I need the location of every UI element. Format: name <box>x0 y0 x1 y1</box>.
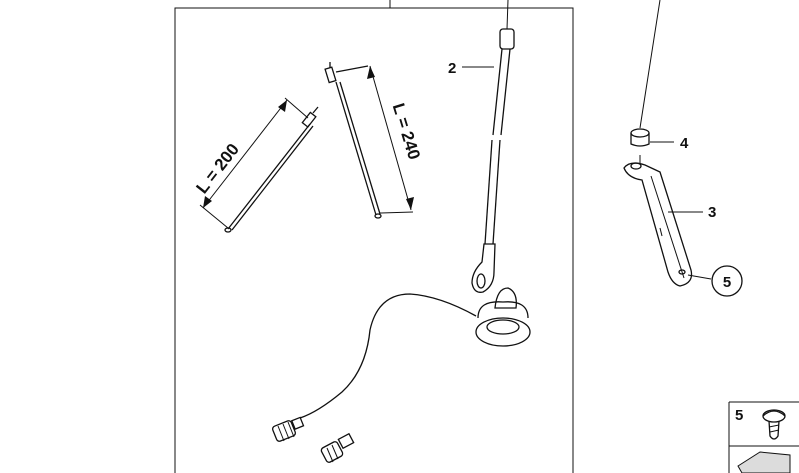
antenna-rod-long <box>324 62 382 219</box>
antenna-cable <box>299 293 477 419</box>
grommet <box>630 128 650 147</box>
screw-legend-box <box>728 401 799 473</box>
dimension-label-long: L = 240 <box>389 101 424 162</box>
antenna-rod-short <box>224 106 319 233</box>
mount-leader <box>639 0 661 129</box>
callout-label-3: 3 <box>708 204 716 221</box>
dimension-line-long <box>367 65 414 214</box>
screw-icon <box>762 409 786 440</box>
callout-label-2: 2 <box>448 60 456 77</box>
callout-circle-5 <box>711 265 743 297</box>
coax-connector-right <box>320 432 355 463</box>
antenna-base <box>475 287 531 347</box>
antenna-mast <box>471 0 515 293</box>
arrow-icon <box>737 451 791 473</box>
callout-leader-5 <box>687 274 712 280</box>
callout-label-4: 4 <box>680 135 689 152</box>
mounting-bracket <box>623 155 693 287</box>
assembly-frame <box>174 0 574 473</box>
dimension-line-short <box>199 97 309 229</box>
coax-connector-left <box>271 416 305 442</box>
callout-label-5-legend: 5 <box>735 407 743 424</box>
callout-label-5-circled: 5 <box>723 274 731 291</box>
